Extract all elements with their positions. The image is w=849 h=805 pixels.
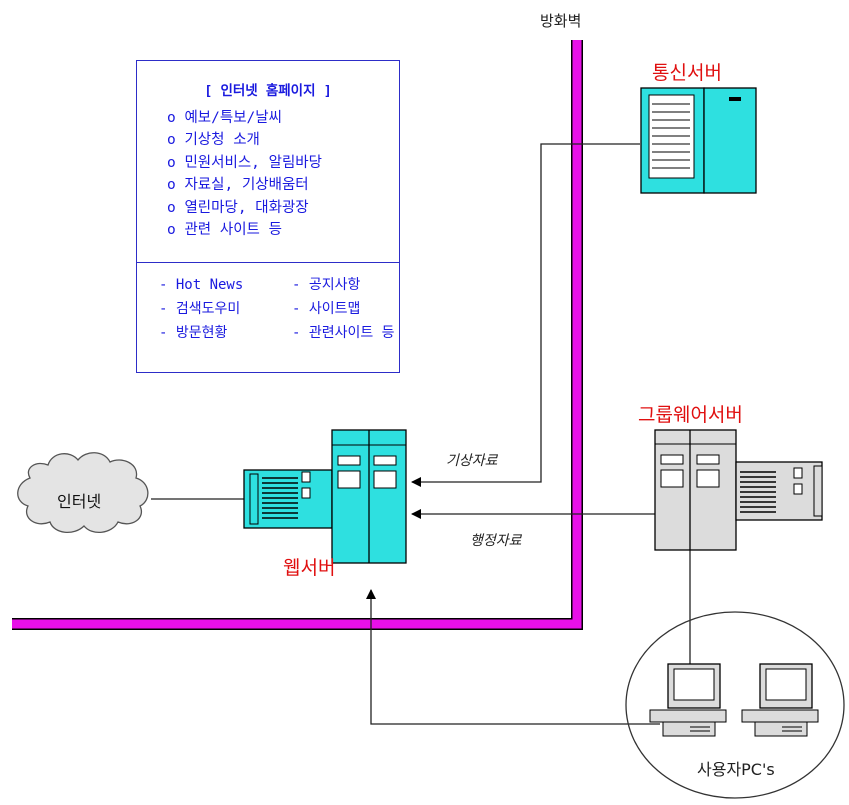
connection-lines xyxy=(151,143,691,725)
homepage-item: o 민원서비스, 알림바당 xyxy=(167,154,322,171)
menu-item: - 검색도우미 xyxy=(159,301,241,317)
users-to-web-link xyxy=(366,589,660,725)
homepage-item: o 예보/특보/날씨 xyxy=(167,110,282,126)
menu-item: - 공지사항 xyxy=(292,277,361,293)
homepage-item: o 열린마당, 대화광장 xyxy=(167,199,309,216)
web-server-label: 웹서버 xyxy=(283,557,336,579)
comm-to-web-link xyxy=(411,143,640,487)
internet-cloud xyxy=(17,452,149,533)
box-divider xyxy=(137,262,399,263)
homepage-item: o 기상청 소개 xyxy=(167,132,260,149)
comm-server-label: 통신서버 xyxy=(652,62,722,84)
comm-server xyxy=(640,87,757,194)
homepage-item: o 자료실, 기상배움터 xyxy=(167,177,309,194)
menu-item: - 방문현황 xyxy=(159,325,228,341)
homepage-info-box: [ 인터넷 홈페이지 ] o 예보/특보/날씨 o 기상청 소개 o 민원서비스… xyxy=(136,60,400,373)
menu-item: - 사이트맵 xyxy=(292,301,361,317)
groupware-server-label: 그룹웨어서버 xyxy=(638,404,743,426)
menu-item: - Hot News xyxy=(159,277,244,293)
firewall-wall xyxy=(12,40,583,630)
weather-data-label: 기상자료 xyxy=(446,453,498,469)
admin-data-label: 행정자료 xyxy=(470,533,522,549)
firewall-label: 방화벽 xyxy=(540,12,582,30)
menu-item: - 관련사이트 등 xyxy=(292,325,395,341)
homepage-menu: - Hot News - 공지사항 - 검색도우미 - 사이트맵 - 방문현황 … xyxy=(159,275,402,343)
user-pcs-label: 사용자PC's xyxy=(697,760,775,779)
groupware-server xyxy=(654,429,823,551)
internet-label: 인터넷 xyxy=(57,492,102,511)
web-server xyxy=(243,429,407,564)
user-pc-2 xyxy=(741,663,819,737)
homepage-item-list: o 예보/특보/날씨 o 기상청 소개 o 민원서비스, 알림바당 o 자료실,… xyxy=(167,107,322,241)
user-pcs-group xyxy=(625,611,845,799)
homepage-title: [ 인터넷 홈페이지 ] xyxy=(204,83,332,99)
user-pc-1 xyxy=(649,663,727,737)
homepage-item: o 관련 사이트 등 xyxy=(167,221,282,238)
